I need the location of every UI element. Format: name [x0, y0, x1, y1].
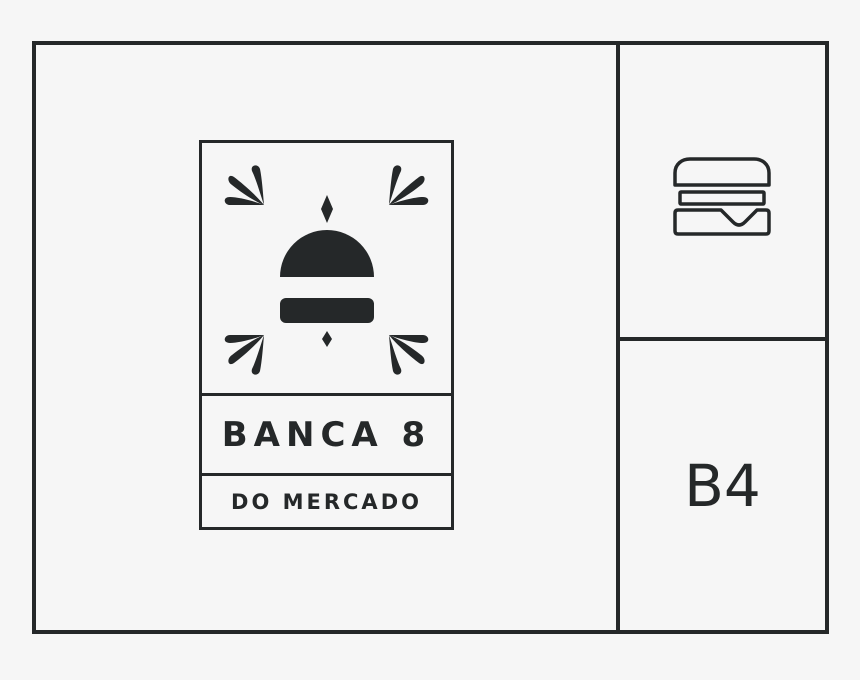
logo-subtitle: DO MERCADO: [231, 489, 422, 514]
logo-separator: [202, 473, 451, 476]
logo-title: BANCA 8: [221, 414, 432, 455]
banca-8-logo: BANCA 8 DO MERCADO: [199, 140, 454, 530]
burger-bell-icon: [224, 165, 429, 375]
burger-icon: [673, 157, 771, 236]
logo-separator: [202, 393, 451, 396]
stall-label: B4: [684, 451, 761, 520]
horizontal-divider: [616, 337, 829, 341]
